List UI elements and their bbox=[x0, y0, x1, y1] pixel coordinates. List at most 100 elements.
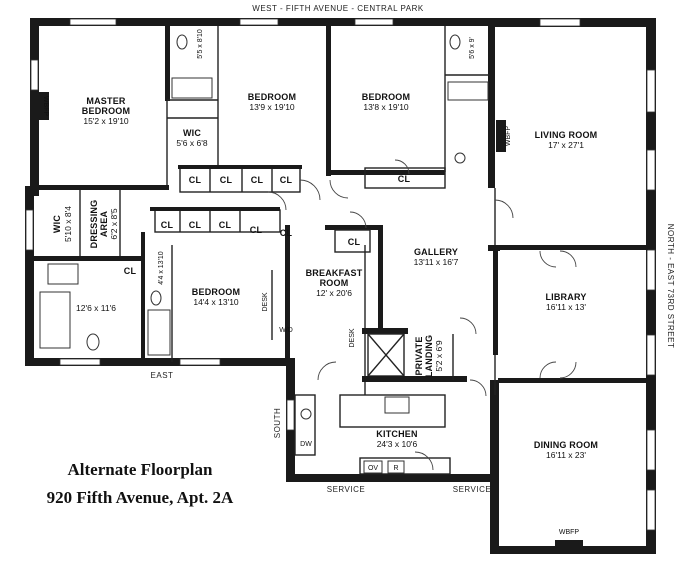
windows bbox=[25, 18, 656, 531]
window bbox=[646, 334, 656, 376]
window bbox=[354, 18, 394, 26]
door-swing bbox=[349, 211, 367, 229]
door-swing bbox=[494, 199, 514, 219]
bathtub-icon bbox=[39, 291, 71, 349]
wall bbox=[178, 165, 302, 169]
kitchen-island bbox=[339, 394, 446, 428]
window bbox=[646, 69, 656, 113]
doors bbox=[267, 159, 577, 471]
wall bbox=[488, 18, 495, 188]
desk-label: DESK bbox=[349, 328, 356, 347]
library-dim: 16'11 x 13' bbox=[546, 302, 586, 312]
counter-bottom bbox=[359, 457, 451, 475]
window bbox=[179, 358, 221, 366]
fireplaces bbox=[39, 92, 583, 548]
library-name: LIBRARY bbox=[545, 292, 586, 302]
wbfp-dining: WBFP bbox=[559, 529, 580, 536]
landing-name1: PRIVATE bbox=[414, 336, 424, 375]
closet-box bbox=[364, 167, 446, 189]
wbfp-living: WBFP bbox=[505, 126, 512, 147]
breakfast-name2: ROOM bbox=[320, 278, 349, 288]
bedroom3-dim: 14'4 x 13'10 bbox=[193, 297, 239, 307]
window bbox=[646, 489, 656, 531]
window bbox=[539, 18, 581, 27]
service-left: SERVICE bbox=[327, 485, 365, 494]
dressing-name1: DRESSING bbox=[89, 200, 99, 249]
breakfast-name1: BREAKFAST bbox=[306, 268, 363, 278]
toilet-icon bbox=[150, 290, 162, 306]
street-top: WEST - FIFTH AVENUE - CENTRAL PARK bbox=[252, 4, 424, 13]
door-swing bbox=[267, 191, 287, 211]
window bbox=[25, 209, 34, 251]
wic-top-dim: 5'6 x 6'8 bbox=[176, 138, 207, 148]
wall bbox=[141, 232, 145, 362]
bedroom2-dim: 13'8 x 19'10 bbox=[363, 102, 409, 112]
toilet-icon bbox=[176, 34, 188, 50]
closet-label: CL bbox=[220, 175, 233, 185]
living-room-name: LIVING ROOM bbox=[535, 130, 598, 140]
toilet-icon bbox=[86, 333, 100, 351]
closet-label: CL bbox=[219, 220, 232, 230]
wall-left-lower bbox=[25, 186, 34, 366]
service-right: SERVICE bbox=[453, 485, 491, 494]
door-swing bbox=[394, 159, 410, 175]
door-swing bbox=[539, 361, 557, 379]
wall bbox=[150, 207, 280, 211]
stove-icon bbox=[384, 396, 410, 414]
caption-line1: Alternate Floorplan bbox=[68, 460, 213, 479]
wall-left-upper bbox=[30, 18, 39, 196]
wall bbox=[165, 26, 170, 101]
bathtub-icon bbox=[171, 77, 213, 99]
landing-dim: 5'2 x 6'9 bbox=[434, 340, 444, 371]
window bbox=[646, 429, 656, 471]
wic-left-name: WIC bbox=[52, 215, 62, 233]
bedroom3-name: BEDROOM bbox=[192, 287, 240, 297]
sink-icon bbox=[454, 152, 466, 164]
shower-icon bbox=[47, 263, 79, 285]
door-swing bbox=[539, 250, 557, 268]
closet-label: CL bbox=[280, 228, 293, 238]
wall bbox=[362, 328, 408, 334]
closet-label: CL bbox=[161, 220, 174, 230]
bathtub-icon bbox=[447, 81, 489, 101]
closet-label: CL bbox=[250, 225, 263, 235]
wall bbox=[34, 256, 144, 261]
wall bbox=[285, 225, 290, 365]
wic-top-name: WIC bbox=[183, 128, 201, 138]
closet-label: CL bbox=[189, 175, 202, 185]
kitchen-dim: 24'3 x 10'6 bbox=[377, 439, 418, 449]
fireplace-icon bbox=[39, 92, 49, 120]
bedroom1-name: BEDROOM bbox=[248, 92, 296, 102]
bath-left-dim: 12'6 x 11'6 bbox=[76, 303, 116, 313]
elevator-x bbox=[367, 333, 405, 377]
wd-label: W/D bbox=[279, 327, 293, 334]
shower-icon bbox=[147, 309, 171, 356]
dining-room-dim: 16'11 x 23' bbox=[546, 450, 586, 460]
master-bedroom-name2: BEDROOM bbox=[82, 106, 130, 116]
interior-walls bbox=[34, 18, 648, 475]
door-swing bbox=[559, 361, 577, 379]
door-swing bbox=[329, 179, 349, 199]
wall bbox=[378, 225, 383, 330]
r-label: R bbox=[393, 465, 398, 472]
door-swing bbox=[414, 451, 434, 471]
bath-small-dim: 4'4 x 13'10 bbox=[158, 251, 165, 285]
master-bedroom-name1: MASTER bbox=[86, 96, 125, 106]
wall bbox=[326, 26, 331, 176]
door-swing bbox=[299, 179, 321, 201]
bedroom2-name: BEDROOM bbox=[362, 92, 410, 102]
wall-bottom-dining bbox=[490, 546, 656, 554]
gallery-dim: 13'11 x 16'7 bbox=[414, 257, 459, 267]
window bbox=[646, 249, 656, 291]
kitchen-name: KITCHEN bbox=[376, 429, 417, 439]
window bbox=[30, 59, 39, 91]
sink-icon bbox=[300, 408, 312, 420]
oven-icon bbox=[363, 460, 383, 474]
counter bbox=[294, 394, 316, 456]
fireplace-icon bbox=[555, 540, 583, 548]
dining-room-name: DINING ROOM bbox=[534, 440, 598, 450]
wall-left-dining bbox=[490, 380, 499, 554]
bedroom1-dim: 13'9 x 19'10 bbox=[249, 102, 295, 112]
wic-left-dim: 5'10 x 8'4 bbox=[63, 206, 73, 242]
